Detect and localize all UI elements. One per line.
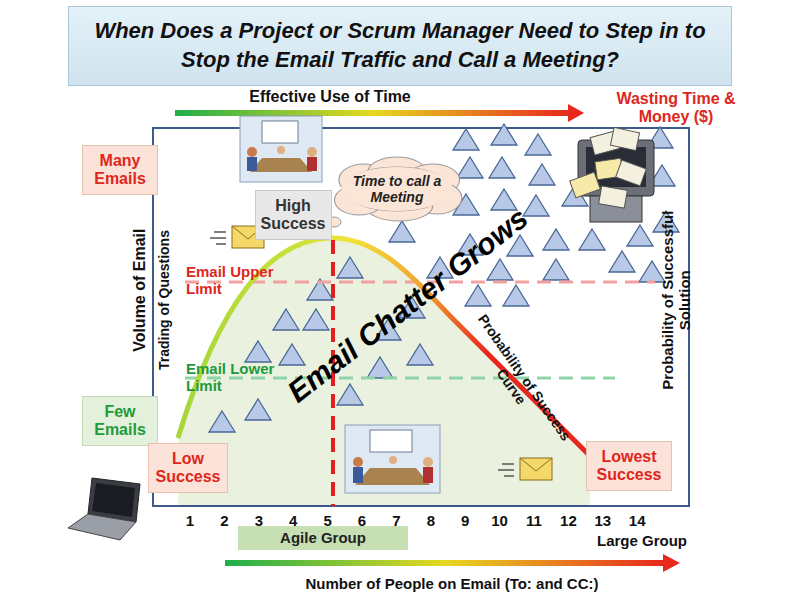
node-text: High Success: [256, 197, 331, 234]
success-area: [178, 238, 590, 505]
node-text: Many Emails: [83, 152, 157, 189]
email-triangle: [525, 134, 551, 155]
limit-label: Email Lower Limit: [186, 360, 286, 395]
axis-label: Volume of Email: [131, 190, 149, 390]
axis-number: 6: [347, 512, 377, 529]
email-triangle: [367, 357, 393, 378]
email-triangle: [337, 257, 363, 278]
arrow-head: [663, 554, 680, 572]
axis-number: 11: [519, 512, 549, 529]
email-triangle: [389, 221, 415, 242]
axis-label: Trading of Questions: [156, 200, 172, 400]
email-triangle: [303, 309, 329, 330]
axis-label: Large Group: [587, 532, 697, 549]
axis-number: 8: [416, 512, 446, 529]
axis-label: Effective Use of Time: [200, 88, 460, 106]
email-triangle: [209, 411, 235, 432]
email-triangle: [245, 341, 271, 362]
axis-number: 5: [313, 512, 343, 529]
email-triangle: [453, 129, 479, 150]
email-triangle: [337, 384, 363, 405]
axis-label: Wasting Time & Money ($): [611, 90, 741, 127]
laptop-icon: [68, 478, 140, 540]
envelope-icon: [498, 458, 552, 480]
meeting-picture: [345, 425, 440, 493]
email-triangle: [503, 285, 529, 306]
email-triangle: [529, 164, 555, 185]
title-banner: When Does a Project or Scrum Manager Nee…: [68, 6, 732, 86]
axis-number: 9: [450, 512, 480, 529]
node-text: Low Success: [149, 450, 227, 487]
email-triangle: [543, 229, 569, 250]
title-text: When Does a Project or Scrum Manager Nee…: [69, 17, 731, 74]
email-triangle: [579, 229, 605, 250]
axis-number: 4: [278, 512, 308, 529]
node-text: Lowest Success: [587, 448, 671, 485]
mail-computer: [570, 127, 654, 222]
success-box: Lowest Success: [586, 441, 672, 491]
email-triangles: [209, 124, 679, 432]
axis-number: 1: [175, 512, 205, 529]
axis-number: 12: [553, 512, 583, 529]
email-triangle: [543, 259, 569, 280]
lower-limit-line: [185, 377, 615, 380]
axis-number: 13: [588, 512, 618, 529]
limit-label: Email Upper Limit: [186, 263, 286, 298]
node-text: Time to call a Meeting: [330, 173, 464, 205]
group-band: Agile Group: [238, 526, 408, 550]
axis-number: 3: [244, 512, 274, 529]
plot-frame: [153, 128, 689, 506]
axis-label: Number of People on Email (To: and CC:): [262, 575, 642, 592]
email-triangle: [465, 285, 491, 306]
email-triangle: [273, 309, 299, 330]
meeting-picture: [240, 116, 322, 182]
email-triangle: [457, 157, 483, 178]
email-triangle: [609, 251, 635, 272]
people-arrow: [225, 560, 665, 566]
email-triangle: [627, 225, 653, 246]
email-triangle: [489, 157, 515, 178]
email-triangle: [279, 344, 305, 365]
axis-number: 14: [622, 512, 652, 529]
axis-number: 2: [209, 512, 239, 529]
email-triangle: [245, 399, 271, 420]
email-triangle: [407, 344, 433, 365]
success-box: Low Success: [148, 443, 228, 493]
success-box: High Success: [255, 190, 332, 240]
meeting-cloud: Time to call a Meeting: [330, 156, 464, 222]
email-triangle: [491, 124, 517, 145]
axis-number: 7: [381, 512, 411, 529]
curve-label: Probability of Success Curve: [450, 295, 585, 469]
node-text: Few Emails: [83, 403, 157, 440]
time-arrow: [175, 110, 570, 116]
node-text: Agile Group: [277, 529, 369, 546]
axis-number: 10: [485, 512, 515, 529]
axis-label: Probability of Successful Solution: [659, 180, 694, 420]
volume-box: Few Emails: [82, 396, 158, 446]
volume-box: Many Emails: [82, 145, 158, 195]
arrow-head: [568, 104, 584, 122]
